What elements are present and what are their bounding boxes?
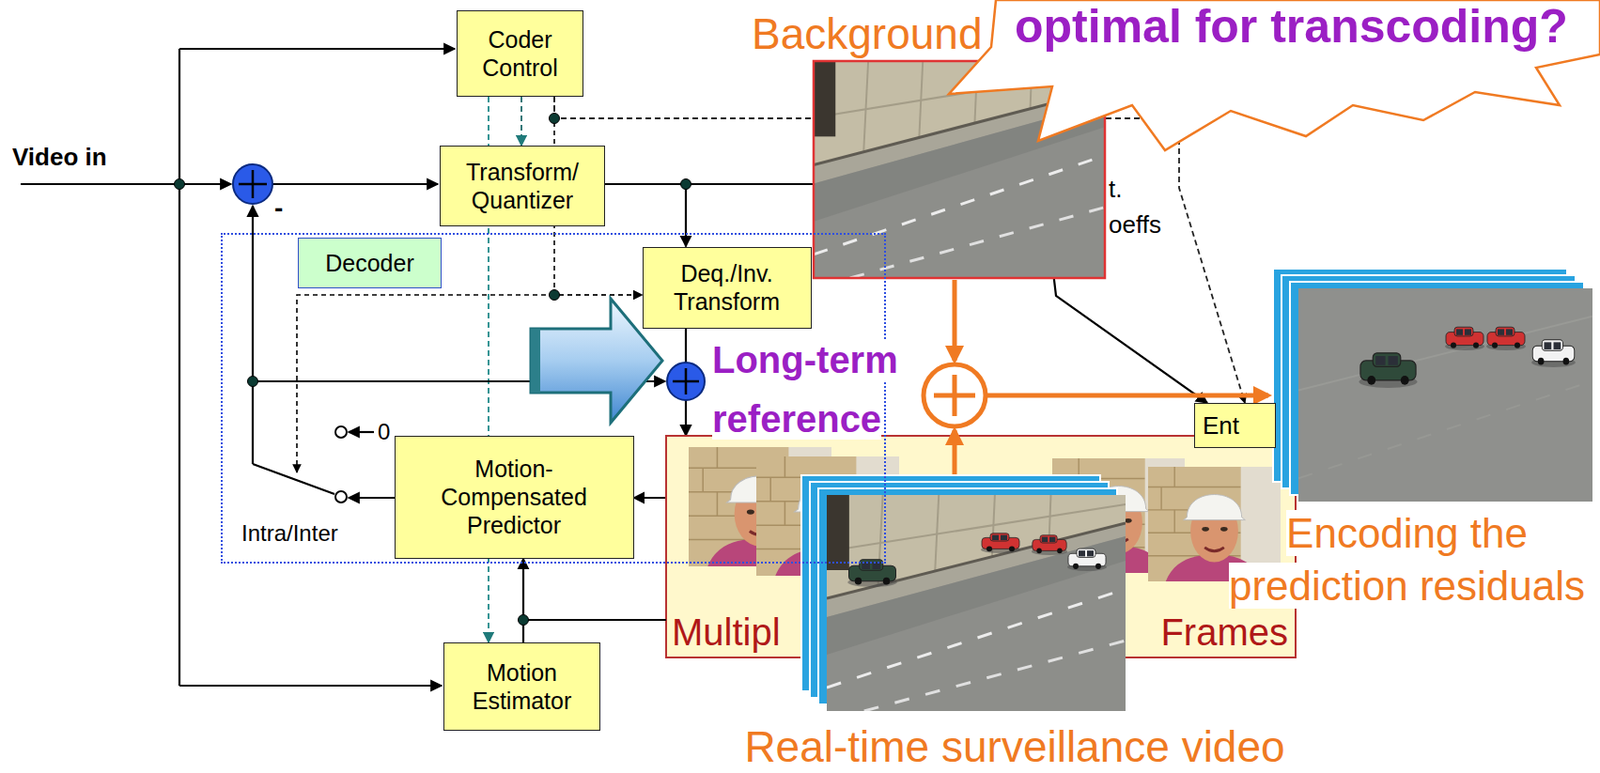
switch-contact	[335, 491, 347, 503]
connector	[605, 184, 686, 248]
text-label: Encoding the prediction residuals	[1228, 510, 1585, 609]
illustration-path	[987, 393, 1269, 399]
illustration-circle	[923, 364, 986, 427]
illustration-path	[952, 279, 958, 361]
wire	[179, 684, 442, 687]
illustration-circle	[174, 179, 186, 190]
connector	[634, 497, 668, 499]
wires	[20, 48, 667, 686]
text-label: Long-term reference	[712, 339, 899, 440]
label-box: oeffs	[1108, 210, 1162, 239]
adder-symbol	[667, 362, 705, 401]
process-box: Deq./Inv. Transform	[642, 247, 812, 329]
text-label: -	[274, 193, 283, 223]
illustration-circle	[233, 164, 273, 204]
entropy-box: Ent	[1194, 403, 1276, 449]
node-text: Deq./Inv. Transform	[651, 259, 804, 316]
label-box: Encoding the prediction residuals	[1221, 507, 1593, 613]
text-label: Video in	[12, 142, 108, 171]
orange-adder	[923, 364, 986, 427]
illustration-rect	[530, 328, 541, 393]
switch-contact	[335, 426, 347, 438]
node-text: Coder Control	[465, 25, 575, 82]
wire	[272, 183, 438, 186]
illustration-circle	[248, 376, 259, 388]
label-box: Video in	[12, 142, 108, 171]
illustration-use	[1067, 548, 1107, 572]
burst-shape	[948, 0, 1600, 151]
control-box: Coder Control	[456, 10, 584, 97]
illustration-use	[1531, 340, 1576, 368]
illustration-path	[672, 368, 700, 395]
label-box: Background	[751, 9, 983, 59]
connector	[520, 96, 523, 146]
label-box: t.	[1108, 174, 1122, 203]
text-label: Intra/Inter	[241, 520, 339, 546]
wire	[251, 205, 254, 465]
text-label: t.	[1108, 174, 1122, 203]
node-text: Multipl	[671, 612, 781, 653]
illustration-use	[826, 495, 1126, 712]
label-box: 0	[377, 418, 390, 447]
frame-buffer-box: Multipl Frames	[666, 435, 1296, 658]
adder-symbol	[233, 164, 273, 204]
node-text: Ent	[1202, 411, 1268, 441]
illustration-use	[1031, 535, 1068, 556]
illustration-use	[980, 533, 1021, 554]
text-label: Background	[751, 9, 983, 59]
text-label: Real-time surveillance video	[744, 722, 1285, 772]
text-label: oeffs	[1108, 210, 1162, 239]
illustration-circle	[681, 179, 692, 190]
wire	[348, 431, 374, 434]
wire	[20, 183, 232, 186]
label-box: Intra/Inter	[241, 519, 339, 548]
switch-arm	[252, 464, 335, 495]
node-text: Frames	[1160, 612, 1289, 653]
illustration-circle	[518, 615, 529, 626]
illustration-circle	[549, 290, 560, 301]
label-box: Long-term reference	[712, 330, 931, 450]
illustration-path	[952, 430, 958, 475]
node-text: Decoder	[297, 237, 442, 289]
wire	[348, 497, 395, 499]
node-text: Motion- Compensated Predictor	[403, 454, 626, 540]
process-box: Transform/ Quantizer	[439, 145, 606, 227]
process-box: Motion Estimator	[443, 642, 601, 731]
surveillance-stack	[801, 475, 1126, 712]
node-text: Motion Estimator	[451, 658, 592, 715]
wire	[523, 619, 667, 622]
wire	[178, 48, 181, 686]
illustration-use	[1486, 326, 1526, 351]
illustration-use	[847, 559, 898, 588]
illustration-circle	[549, 113, 560, 125]
illustration-path	[933, 374, 976, 417]
junction-dots	[174, 113, 692, 626]
label-box: -	[274, 194, 283, 223]
label-box: Real-time surveillance video	[657, 723, 1372, 771]
node-text: Transform/ Quantizer	[448, 157, 597, 215]
connector	[522, 559, 525, 644]
text-label: 0	[377, 419, 390, 445]
illustration-circle	[667, 362, 705, 401]
illustration-use	[1358, 353, 1417, 389]
illustration-path	[238, 170, 267, 199]
node-text: optimal for transcoding?	[1014, 1, 1598, 51]
illustration-use	[1298, 288, 1593, 502]
callout-burst: optimal for transcoding?	[948, 0, 1600, 160]
illustration-use	[1444, 326, 1485, 351]
process-box: Motion- Compensated Predictor	[394, 435, 635, 560]
residual-stack	[1273, 268, 1593, 502]
wire	[179, 47, 455, 50]
